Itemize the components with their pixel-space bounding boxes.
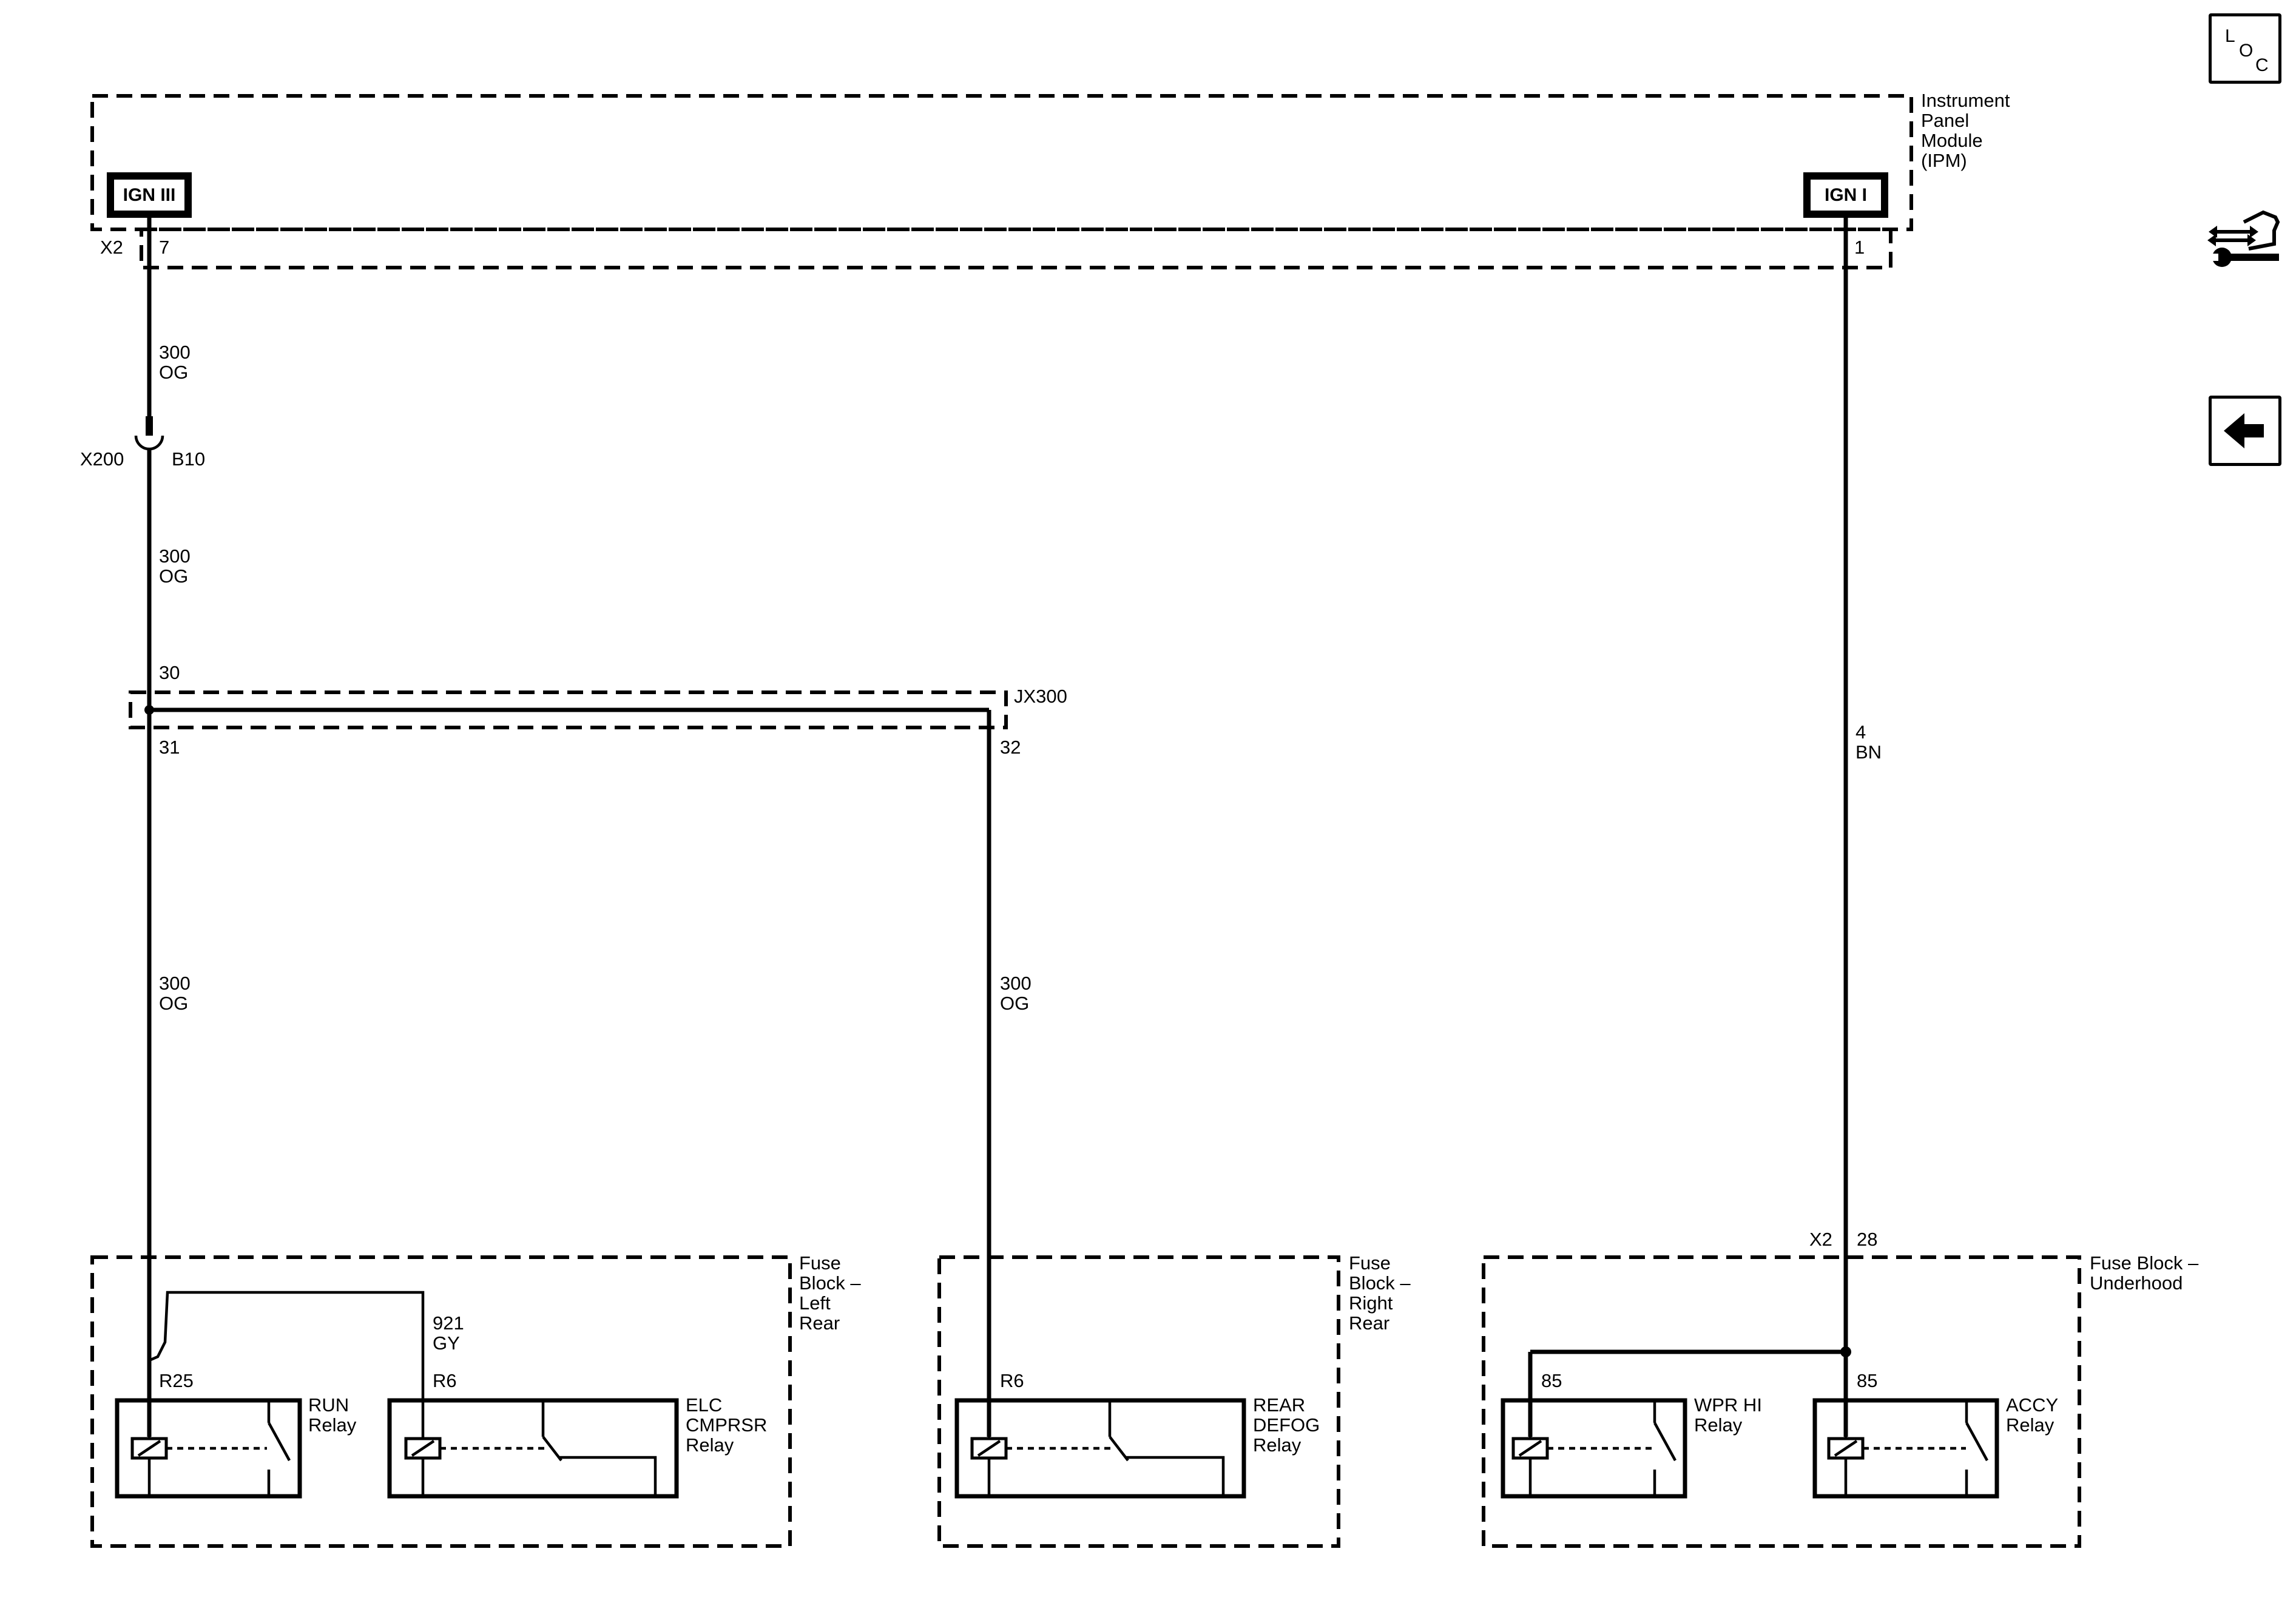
- pin-30: 30: [159, 662, 180, 683]
- relay-wpr-hi: [1501, 1398, 1687, 1499]
- ign1-label: IGN I: [1825, 185, 1867, 205]
- pin-1: 1: [1854, 237, 1865, 258]
- fb-right-label-3: Right: [1349, 1292, 1393, 1314]
- fb-right-label-4: Rear: [1349, 1312, 1389, 1334]
- wire-ign3-feed: [134, 218, 164, 710]
- pin-b10: B10: [172, 448, 205, 470]
- fuse-block-underhood: [1482, 1255, 2081, 1548]
- fb-left-label-4: Rear: [799, 1312, 840, 1334]
- wire-label-300-1: 300: [159, 342, 191, 363]
- relay-elc-label-3: Relay: [686, 1434, 734, 1456]
- relay-accy-label-2: Relay: [2006, 1414, 2055, 1436]
- ipm-label-4: (IPM): [1921, 150, 1967, 171]
- loc-letter-l: L: [2225, 26, 2235, 46]
- relay-wpr-label-1: WPR HI: [1694, 1394, 1762, 1416]
- relay-elc-pin: R6: [433, 1370, 457, 1391]
- fb-under-label-2: Underhood: [2090, 1272, 2183, 1294]
- fuse-block-right-rear: [937, 1255, 1340, 1548]
- relay-elc-label-2: CMPRSR: [686, 1414, 767, 1436]
- relay-defog-label-3: Relay: [1253, 1434, 1302, 1456]
- relay-run-pin: R25: [159, 1370, 194, 1391]
- fb-under-label-1: Fuse Block –: [2090, 1252, 2199, 1274]
- back-button[interactable]: [2209, 396, 2281, 466]
- ipm-label-2: Panel: [1921, 110, 1969, 131]
- ign1-tag: IGN I: [1803, 172, 1888, 218]
- wire-label-300-3: 300: [159, 973, 191, 994]
- wire-label-og-2: OG: [159, 565, 188, 587]
- fb-right-label-2: Block –: [1349, 1272, 1411, 1294]
- loc-button[interactable]: L O C: [2209, 13, 2281, 84]
- wire-label-4: 4: [1855, 721, 1866, 743]
- wire-921-gy: [149, 1291, 425, 1437]
- relay-wpr-pin: 85: [1541, 1370, 1562, 1391]
- wire-label-og-1: OG: [159, 362, 188, 383]
- wire-label-gy: GY: [433, 1332, 460, 1354]
- ign3-tag: IGN III: [107, 172, 192, 218]
- wire-ign1-feed: [1528, 218, 1851, 1437]
- connector-wrench-button[interactable]: [2206, 198, 2288, 280]
- fb-left-label-2: Block –: [799, 1272, 861, 1294]
- pin-7: 7: [159, 237, 169, 258]
- relay-accy-label-1: ACCY: [2006, 1394, 2058, 1416]
- pin-x2-right: X2: [1809, 1229, 1832, 1250]
- loc-icon: L O C: [2225, 26, 2269, 75]
- ign3-label: IGN III: [123, 185, 176, 205]
- pin-x2-left: X2: [100, 237, 123, 258]
- relay-defog-label-1: REAR: [1253, 1394, 1305, 1416]
- pin-31: 31: [159, 737, 180, 758]
- fb-left-label-3: Left: [799, 1292, 831, 1314]
- fb-left-label-1: Fuse: [799, 1252, 841, 1274]
- ipm-label-3: Module: [1921, 130, 1983, 151]
- connector-x200: X200: [80, 448, 124, 470]
- relay-run: [115, 1398, 302, 1499]
- connector-wrench-icon: [2207, 210, 2280, 267]
- ipm-label-1: Instrument: [1921, 90, 2010, 111]
- fb-right-label-1: Fuse: [1349, 1252, 1391, 1274]
- splice-jx300: [129, 690, 1008, 1437]
- relay-run-label-2: Relay: [308, 1414, 357, 1436]
- relay-run-label-1: RUN: [308, 1394, 349, 1416]
- relay-defog-label-2: DEFOG: [1253, 1414, 1320, 1436]
- wire-label-og-3: OG: [159, 993, 188, 1014]
- loc-letter-c: C: [2255, 55, 2269, 75]
- back-arrow-icon: [2224, 413, 2264, 448]
- relay-accy: [1812, 1398, 1999, 1499]
- relay-elc-cmprsr: [387, 1398, 679, 1499]
- ipm-module: Instrument Panel Module (IPM): [90, 90, 2010, 269]
- wire-label-bn: BN: [1855, 741, 1882, 763]
- relay-rear-defog: [954, 1398, 1246, 1499]
- splice-label-jx300: JX300: [1014, 686, 1067, 707]
- relay-wpr-label-2: Relay: [1694, 1414, 1743, 1436]
- loc-letter-o: O: [2239, 41, 2253, 61]
- pin-32: 32: [1000, 737, 1021, 758]
- wire-label-300-4: 300: [1000, 973, 1032, 994]
- pin-28: 28: [1857, 1229, 1877, 1250]
- relay-accy-pin: 85: [1857, 1370, 1877, 1391]
- wire-label-og-4: OG: [1000, 993, 1029, 1014]
- fuse-block-left-rear: [90, 1255, 792, 1548]
- wire-label-921: 921: [433, 1312, 464, 1334]
- relay-elc-label-1: ELC: [686, 1394, 722, 1416]
- relay-defog-pin: R6: [1000, 1370, 1024, 1391]
- wire-label-300-2: 300: [159, 545, 191, 567]
